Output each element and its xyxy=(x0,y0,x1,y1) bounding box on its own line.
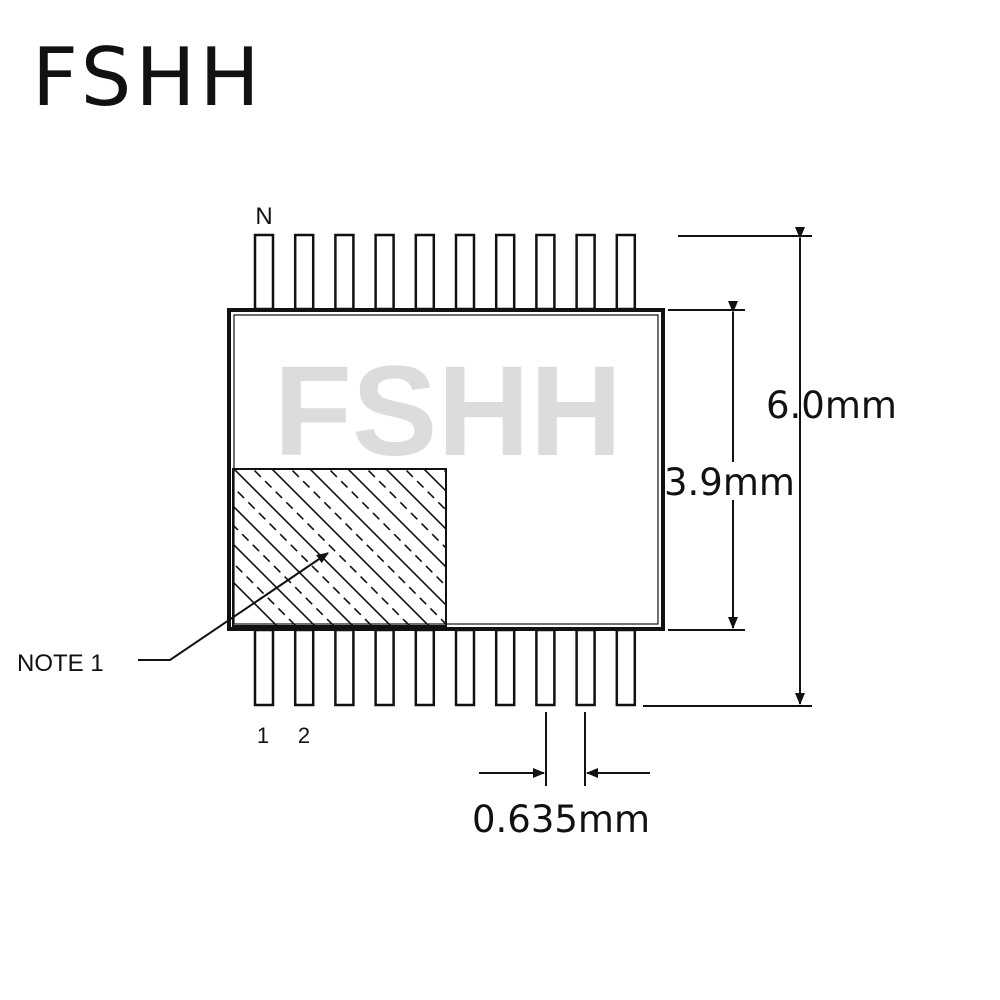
bottom-pin-row xyxy=(253,628,637,707)
bottom-pin xyxy=(575,628,596,707)
bottom-pin xyxy=(293,628,315,707)
hatch-line xyxy=(233,504,355,626)
package-body xyxy=(227,308,665,631)
pin-pitch-label: 0.635mm xyxy=(472,798,650,841)
hatch-line xyxy=(365,469,446,550)
exposed-pad-hatch xyxy=(232,468,447,627)
overall-width-label: 6.0mm xyxy=(766,384,897,427)
top-pin-row xyxy=(253,233,637,311)
hatch-line xyxy=(233,469,393,626)
bottom-pin xyxy=(535,628,556,707)
top-pin xyxy=(374,233,395,311)
top-pin xyxy=(414,233,436,311)
pin-2-label: 2 xyxy=(298,723,310,748)
bottom-pin xyxy=(374,628,395,707)
body-width-dimension xyxy=(668,301,745,631)
bottom-pin xyxy=(253,628,275,707)
hatch-line xyxy=(289,469,446,626)
hatch-line xyxy=(327,469,446,588)
bottom-pin xyxy=(454,628,476,707)
top-pin xyxy=(454,233,476,311)
top-pin xyxy=(575,233,596,311)
note-leader-line xyxy=(138,552,329,661)
top-pin xyxy=(293,233,315,311)
hatch-line xyxy=(233,485,374,626)
bottom-pin xyxy=(615,628,637,707)
bottom-pin xyxy=(414,628,436,707)
note-label: NOTE 1 xyxy=(17,650,104,677)
top-pin xyxy=(494,233,516,311)
brand-title: FSHH xyxy=(32,31,264,124)
top-pin xyxy=(334,233,355,311)
brand-watermark: FSHH xyxy=(274,340,622,483)
hatch-line xyxy=(251,469,412,626)
bottom-pin xyxy=(494,628,516,707)
pin-1-label: 1 xyxy=(257,723,269,748)
pin-count-label: N xyxy=(255,203,272,230)
hatch-line xyxy=(270,469,431,626)
hatch-line xyxy=(346,469,446,569)
bottom-pin xyxy=(334,628,355,707)
hatch-line xyxy=(384,469,446,531)
hatch-line xyxy=(308,469,446,607)
overall-width-dimension xyxy=(643,227,812,707)
pin-pitch-dimension xyxy=(479,712,650,786)
top-pin xyxy=(535,233,556,311)
top-pin xyxy=(615,233,637,311)
body-width-label: 3.9mm xyxy=(664,461,795,504)
top-pin xyxy=(253,233,275,311)
